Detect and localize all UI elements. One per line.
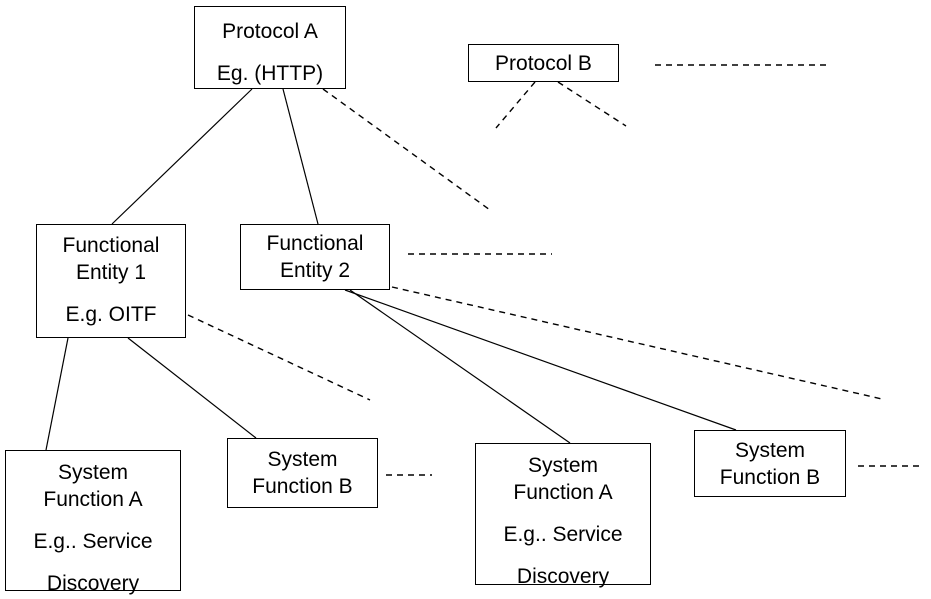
node-system-function-b-right-title-line-2: Function B [719, 465, 821, 489]
edge-protocol-b-dashed-left [495, 81, 536, 129]
edge-protocol-b-dashed-right [557, 81, 627, 127]
edge-fe-2-to-sf-b-right [344, 289, 737, 431]
node-functional-entity-2-title-line-1: Functional [266, 232, 364, 255]
node-system-function-a-right-subtitle-line-1: E.g.. Service [503, 523, 623, 546]
edge-fe-1-to-sf-b-left [127, 337, 257, 439]
node-system-function-a-left-subtitle-line-2: Discovery [46, 572, 140, 595]
node-system-function-b-left-title-line-2: Function B [252, 475, 353, 498]
edge-fe-2-dashed-right [391, 286, 883, 400]
node-system-function-a-left[interactable]: System Function A E.g.. Service Discover… [5, 450, 181, 595]
node-system-function-a-left-title-line-1: System [57, 461, 128, 484]
node-functional-entity-1-title-line-2: Entity 1 [75, 261, 147, 284]
node-system-function-a-left-subtitle-line-1: E.g.. Service [33, 530, 153, 553]
node-system-function-b-right-title-line-1: System [734, 438, 805, 462]
node-system-function-b-left-title-line-1: System [267, 448, 338, 471]
edge-fe-1-dashed-right [187, 314, 371, 401]
node-protocol-b[interactable]: Protocol B [468, 44, 619, 82]
node-functional-entity-2[interactable]: Functional Entity 2 [240, 224, 390, 290]
node-system-function-a-right[interactable]: System Function A E.g.. Service Discover… [475, 443, 651, 588]
node-system-function-b-left[interactable]: System Function B [227, 438, 378, 508]
node-functional-entity-2-title-line-2: Entity 2 [279, 259, 351, 282]
node-system-function-a-right-subtitle-line-2: Discovery [516, 565, 610, 588]
node-system-function-a-right-title-line-1: System [527, 454, 598, 477]
edge-protocol-a-dashed-right [322, 88, 491, 211]
node-protocol-b-title: Protocol B [495, 51, 592, 75]
node-system-function-a-left-title-line-2: Function A [43, 488, 143, 511]
edge-fe-2-to-sf-a-right [349, 289, 571, 444]
node-protocol-a-subtitle: Eg. (HTTP) [216, 62, 324, 85]
node-system-function-a-right-title-line-2: Function A [513, 481, 613, 504]
edge-protocol-a-to-fe-2 [282, 88, 319, 225]
edge-protocol-a-to-fe-1 [111, 88, 253, 225]
node-functional-entity-1-subtitle: E.g. OITF [65, 303, 157, 326]
node-system-function-b-right[interactable]: System Function B [694, 430, 846, 497]
node-protocol-a-title: Protocol A [222, 20, 318, 43]
node-protocol-a[interactable]: Protocol A Eg. (HTTP) [194, 6, 346, 89]
node-functional-entity-1-title-line-1: Functional [62, 234, 160, 257]
node-functional-entity-1[interactable]: Functional Entity 1 E.g. OITF [36, 224, 186, 338]
edge-fe-1-to-sf-a-left [45, 337, 69, 451]
